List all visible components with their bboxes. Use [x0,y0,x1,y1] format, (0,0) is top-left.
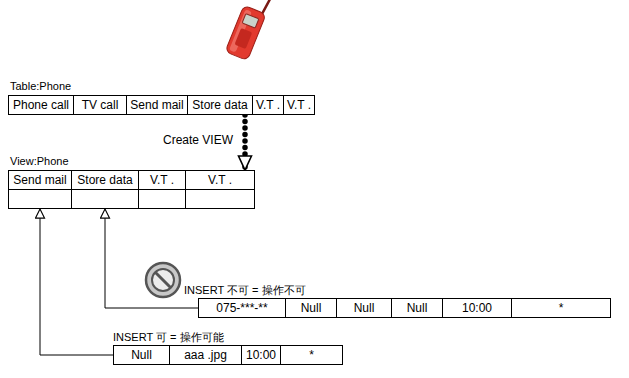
table-cell: Null [336,298,392,318]
edge-label: Create VIEW [161,133,235,147]
table-cell: TV call [73,95,127,115]
cell-text: TV call [82,98,119,112]
empty-cell [138,189,186,209]
cell-text: Null [354,301,375,315]
table-cell: V.T . [252,95,284,115]
cell-text: Null [407,301,428,315]
cell-text: * [309,348,314,362]
table-cell: Null [391,298,443,318]
table-cell: Null [285,298,337,318]
cell-text: 075-***-** [216,301,267,315]
view-row: View:PhoneSend mailStore dataV.T .V.T . [8,170,255,209]
table-cell: 075-***-** [198,298,286,318]
table-cell: V.T . [138,170,186,190]
table-cell: Send mail [8,170,72,190]
cell-text: Store data [192,98,247,112]
create-view-arrow [242,115,248,170]
insert-row: INSERT 不可 = 操作不可075-***-**NullNullNull10… [198,298,611,318]
table-heading: INSERT 可 = 操作可能 [113,330,224,345]
table-cell: Phone call [8,95,74,115]
table-cell: V.T . [185,170,255,190]
cell-text: V.T . [208,173,232,187]
cell-text: Null [301,301,322,315]
cell-text: 10:00 [246,348,276,362]
table-cell: Send mail [126,95,188,115]
table-cell: 10:00 [241,345,281,365]
cell-text: Null [131,348,152,362]
table-cell: Store data [187,95,253,115]
mobile-phone-icon [225,0,272,61]
table-heading: View:Phone [10,155,69,167]
table-cell: aaa .jpg [169,345,242,365]
table-heading: INSERT 不可 = 操作不可 [184,283,306,298]
insert-arrow [40,209,113,355]
insert-row: INSERT 可 = 操作可能Nullaaa .jpg10:00* [113,345,343,365]
table-cell: Null [113,345,170,365]
cell-text: V.T . [150,173,174,187]
cell-text: V.T . [256,98,280,112]
cell-text: V.T . [287,98,311,112]
table-cell: Store data [71,170,139,190]
table-row: Table:PhonePhone callTV callSend mailSto… [8,95,315,115]
empty-cell [71,189,139,209]
cell-text: Send mail [13,173,66,187]
table-heading: Table:Phone [10,80,71,92]
cell-text: * [559,301,564,315]
prohibition-symbol [146,263,180,297]
cell-text: aaa .jpg [184,348,227,362]
table-cell: * [280,345,343,365]
cell-text: 10:00 [462,301,492,315]
table-cell: V.T . [283,95,315,115]
empty-cell [185,189,255,209]
empty-cell [8,189,72,209]
cell-text: Store data [77,173,132,187]
cell-text: Send mail [130,98,183,112]
table-cell: * [511,298,611,318]
table-cell: 10:00 [442,298,512,318]
empty-row [8,189,255,209]
cell-text: Phone call [13,98,69,112]
